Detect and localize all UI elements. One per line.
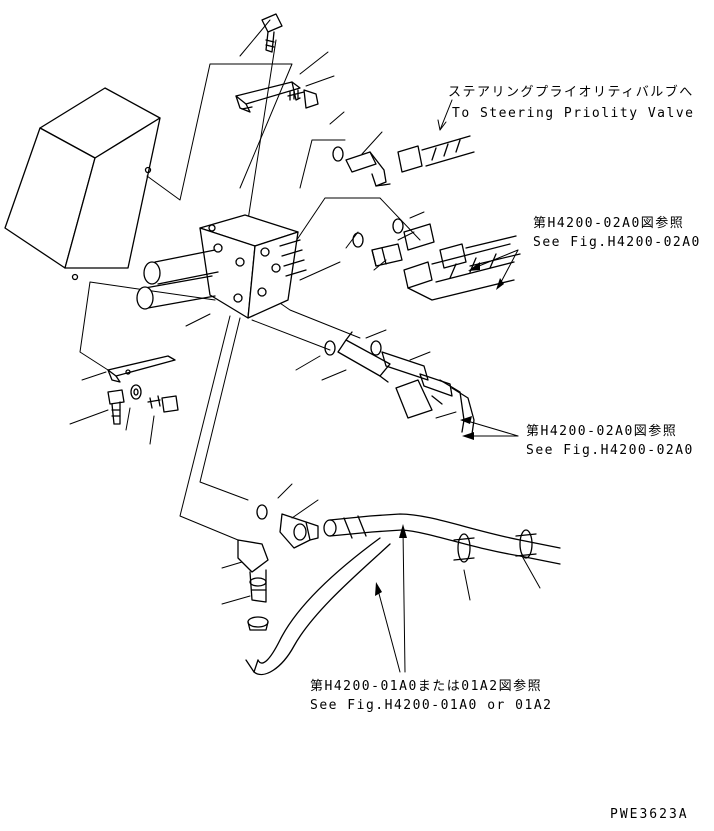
drain-elbow	[237, 539, 269, 631]
hoses-lower	[395, 379, 475, 437]
straight-fitting-b	[337, 331, 453, 397]
elbow-fitting-bottom	[279, 513, 319, 549]
upper-bracket	[235, 81, 301, 113]
arrowheads	[375, 262, 504, 596]
solenoid-cylinders	[136, 249, 219, 310]
straight-fitting-a	[371, 223, 435, 267]
main-hose	[245, 513, 561, 676]
callout-fig-02a0-mid-en: See Fig.H4200-02A0	[526, 443, 694, 458]
drawing-code: PWE3623A	[610, 807, 689, 822]
o-rings-middle	[352, 218, 404, 248]
callout-fig-02a0-top-jp: 第H4200-02A0図参照	[533, 215, 684, 231]
callout-steering-jp: ステアリングプライオリティバルブへ	[448, 84, 694, 100]
callout-fig-01a0-jp: 第H4200-01A0または01A2図参照	[310, 678, 542, 694]
o-ring-upper	[332, 146, 344, 162]
elbow-fitting-upper	[345, 151, 391, 187]
lower-bolt-right	[147, 395, 179, 413]
callout-fig-02a0-mid-jp: 第H4200-02A0図参照	[526, 423, 677, 439]
o-ring-bottom	[256, 504, 268, 520]
callout-fig-02a0-top-en: See Fig.H4200-02A0	[533, 235, 701, 250]
callout-steering-en: To Steering Priolity Valve	[452, 106, 695, 121]
hose-steering	[397, 135, 475, 173]
cover-box	[4, 87, 161, 281]
callout-arrows	[377, 99, 519, 673]
bracket-bolt	[287, 89, 319, 109]
hose-clamps	[453, 529, 537, 563]
callout-fig-01a0-en: See Fig.H4200-01A0 or 01A2	[310, 698, 553, 713]
lower-bolt-left	[107, 384, 142, 425]
hoses-middle	[403, 235, 521, 301]
lower-bracket	[107, 355, 176, 383]
valve-block	[199, 214, 307, 319]
top-bolt	[261, 13, 283, 53]
o-rings-lower	[324, 340, 382, 356]
